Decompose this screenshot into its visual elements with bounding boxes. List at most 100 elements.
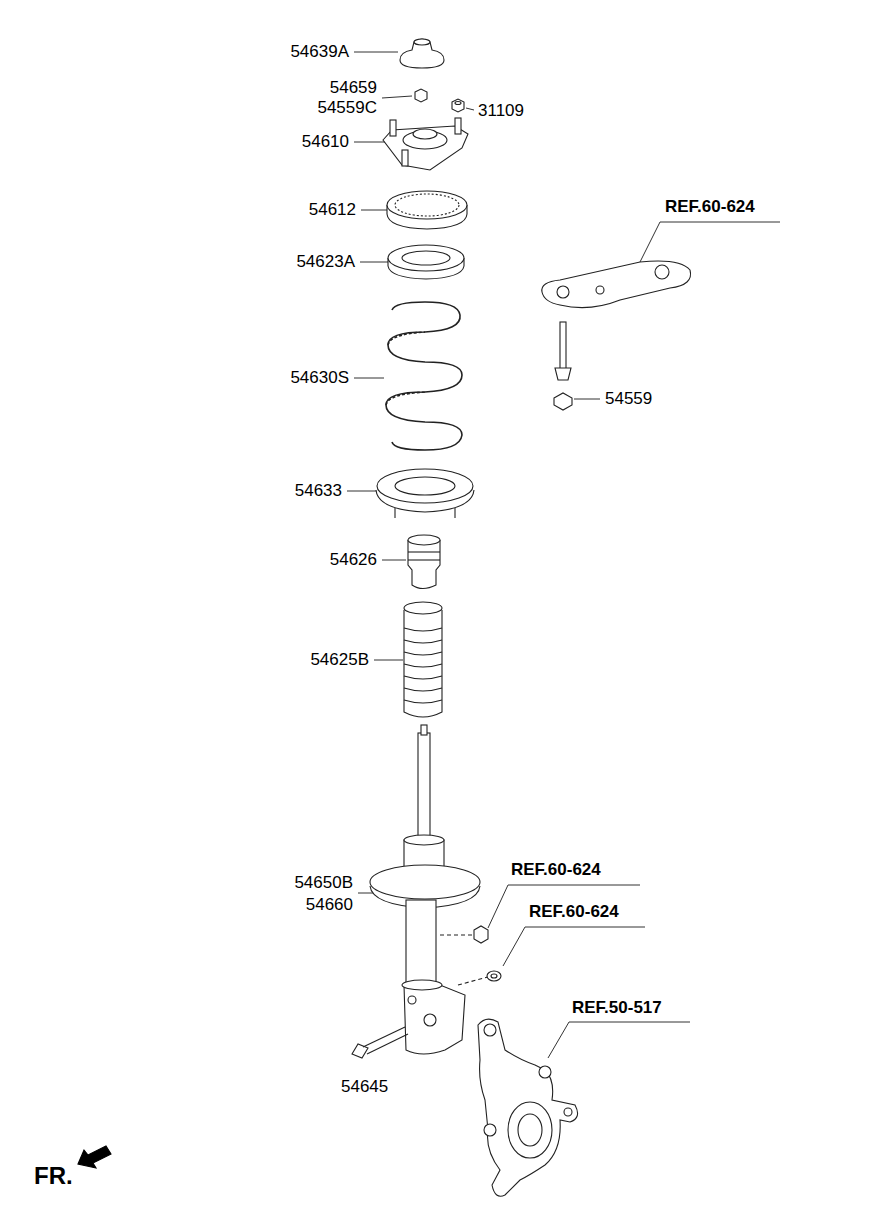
- drawing-part: [655, 265, 669, 279]
- bump-stopper: [408, 535, 440, 589]
- drawing-part: [555, 368, 571, 380]
- steering-knuckle: [478, 1019, 578, 1196]
- drawing-part: [564, 1108, 572, 1116]
- drawing-part: [390, 120, 396, 136]
- drawing-part: [394, 508, 395, 518]
- drawing-part: [484, 1024, 496, 1036]
- drawing-part: [478, 1019, 578, 1196]
- drawing-part: [408, 540, 440, 589]
- drawing-part: [408, 551, 440, 552]
- drawing-part: [408, 559, 440, 560]
- part-number: 54559: [604, 389, 653, 409]
- drawing-part: [78, 1146, 111, 1168]
- drawing-part: [347, 491, 378, 492]
- drawing-part: [408, 535, 440, 545]
- part-number: 54626: [329, 550, 378, 570]
- drawing-part: [387, 191, 467, 219]
- drawing-part: [370, 865, 480, 899]
- drawing-part: [404, 835, 444, 845]
- part-number: 54639A: [289, 42, 350, 62]
- part-number: 54645: [340, 1077, 389, 1097]
- reference-label: REF.60-624: [664, 197, 756, 217]
- leader-lines: [347, 52, 780, 1058]
- part-number: 54559C: [316, 98, 378, 118]
- drawing-part: [452, 99, 464, 112]
- drawing-part: [640, 222, 780, 262]
- part-number: 54659: [329, 78, 378, 98]
- drawing-part: [415, 89, 427, 102]
- drawing-part: [400, 39, 444, 68]
- drawing-part: [360, 262, 388, 263]
- drawing-part: [455, 102, 461, 105]
- drawing-part: [395, 194, 459, 216]
- drawing-part: [404, 602, 442, 614]
- drawing-part: [596, 286, 604, 294]
- drawing-part: [377, 469, 473, 503]
- part-number: 54650B: [293, 873, 354, 893]
- drawing-part: [560, 322, 566, 370]
- part-number: 54630S: [289, 368, 350, 388]
- part-number: 54612: [308, 200, 357, 220]
- spring-seat: [376, 469, 474, 518]
- drawing-part: [367, 1034, 408, 1054]
- drawing-part: [548, 1022, 690, 1058]
- bearing: [387, 191, 467, 229]
- drawing-part: [354, 52, 398, 53]
- drawing-part: [361, 210, 388, 211]
- drawing-part: [404, 985, 465, 1054]
- drawing-part: [466, 108, 474, 110]
- drawing-part: [503, 927, 645, 966]
- reference-label: REF.50-517: [571, 998, 663, 1018]
- drawing-part: [404, 628, 442, 703]
- drawing-part: [418, 733, 430, 845]
- drawing-part: [406, 900, 436, 985]
- drawing-part: [421, 725, 427, 735]
- drawing-part: [402, 251, 450, 265]
- drawing-part: [491, 974, 497, 978]
- drawing-part: [574, 399, 600, 400]
- drawing-part: [388, 245, 464, 271]
- drawing-part: [395, 477, 455, 495]
- drawing-part: [386, 392, 425, 405]
- drawing-part: [487, 971, 501, 981]
- reference-label: REF.60-624: [528, 902, 620, 922]
- drawing-part: [488, 885, 640, 928]
- drawing-part: [363, 1027, 405, 1047]
- part-number: 54625B: [309, 650, 370, 670]
- drawing-part: [539, 1066, 551, 1078]
- strut-assembly: [370, 725, 495, 1054]
- drawing-part: [388, 332, 425, 345]
- insulator-cap: [400, 39, 444, 68]
- drawing-part: [508, 1102, 552, 1158]
- dust-cover: [404, 602, 442, 717]
- reference-label: REF.60-624: [510, 860, 602, 880]
- drawing-part: [386, 302, 462, 450]
- drawing-part: [484, 1124, 496, 1136]
- drawing-part: [413, 129, 437, 139]
- nuts: [415, 89, 464, 112]
- part-number: 54633: [294, 481, 343, 501]
- drawing-part: [404, 610, 442, 717]
- drawing-part: [402, 980, 442, 990]
- part-number: 31109: [477, 101, 525, 121]
- drawing-part: [402, 150, 408, 166]
- drawing-part: [382, 560, 406, 561]
- part-number: 54610: [301, 132, 350, 152]
- drawing-part: [382, 96, 412, 98]
- part-number: 54660: [305, 895, 354, 915]
- stabilizer-bracket: [542, 261, 691, 410]
- drawing-part: [455, 118, 461, 134]
- drawing-part: [554, 393, 572, 410]
- drawing-part: [354, 378, 384, 379]
- front-arrow: [78, 1146, 111, 1168]
- drawing-part: [454, 508, 455, 518]
- spring-pad: [388, 245, 464, 279]
- drawing-part: [474, 926, 488, 943]
- part-number: 54623A: [295, 252, 356, 272]
- drawing-part: [542, 261, 691, 308]
- drawing-part: [518, 1114, 542, 1146]
- drawing-part: [354, 142, 385, 143]
- drawing-part: [557, 286, 569, 298]
- drawing-part: [374, 660, 403, 661]
